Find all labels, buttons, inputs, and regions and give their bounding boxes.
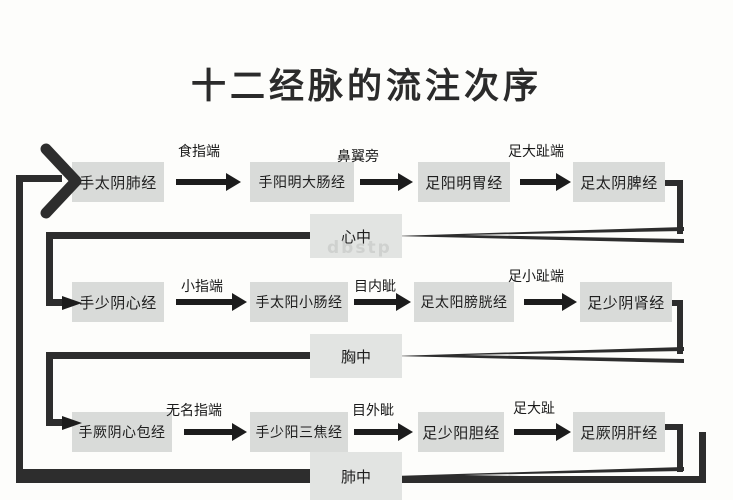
- label-r2-3: 足小趾端: [508, 269, 564, 285]
- row1-return-rail: [46, 232, 314, 239]
- row1-return-riser: [46, 232, 53, 306]
- row2-entry-arrowhead-icon: [62, 296, 82, 310]
- label-r3-1: 无名指端: [166, 403, 222, 419]
- node-r2c2[interactable]: 手太阳小肠经: [250, 282, 348, 322]
- row1-wrap-riser: [677, 180, 683, 234]
- node-r2c4[interactable]: 足少阴肾经: [580, 282, 672, 322]
- junction-lung[interactable]: 肺中: [310, 452, 402, 500]
- row3-wrap-top: [655, 424, 683, 430]
- node-r3c1[interactable]: 手厥阴心包经: [72, 412, 172, 452]
- outer-left-trunk: [16, 175, 23, 483]
- label-r3-3: 足大趾: [513, 401, 555, 417]
- row1-wrap-top: [655, 180, 683, 186]
- row1-feather-arrow: [394, 227, 684, 243]
- node-r3c2[interactable]: 手少阳三焦经: [250, 412, 348, 452]
- node-r2c3[interactable]: 足太阳膀胱经: [414, 282, 514, 322]
- node-r1c2[interactable]: 手阳明大肠经: [250, 162, 354, 202]
- row2-wrap-riser: [677, 300, 683, 354]
- node-r3c3[interactable]: 足少阳胆经: [418, 412, 504, 452]
- entry-chevron-icon: [40, 143, 82, 219]
- row2-feather-arrow: [394, 347, 684, 363]
- label-r2-1: 小指端: [181, 279, 223, 295]
- label-r1-2: 鼻翼旁: [337, 149, 379, 165]
- row3-return-rail: [20, 469, 314, 476]
- label-r2-2: 目内眦: [354, 279, 396, 295]
- row3-feather-arrow: [394, 467, 684, 483]
- watermark: dbstp: [327, 238, 392, 258]
- row1-return-entry: [46, 299, 68, 306]
- page-title: 十二经脉的流注次序: [190, 67, 542, 107]
- row2-return-rail: [46, 352, 314, 359]
- junction-chest[interactable]: 胸中: [310, 334, 402, 378]
- row3-entry-arrowhead-icon: [62, 416, 82, 430]
- node-r3c4[interactable]: 足厥阴肝经: [573, 412, 665, 452]
- outer-top-stub: [16, 175, 62, 182]
- node-r1c3[interactable]: 足阳明胃经: [418, 162, 510, 202]
- row2-return-entry: [46, 419, 68, 426]
- label-r3-2: 目外眦: [352, 403, 394, 419]
- label-r1-1: 食指端: [178, 144, 220, 160]
- node-r1c4[interactable]: 足太阴脾经: [573, 162, 665, 202]
- node-r1c1[interactable]: 手太阴肺经: [72, 162, 164, 202]
- row3-wrap-riser: [677, 424, 683, 472]
- node-r2c1[interactable]: 手少阴心经: [72, 282, 164, 322]
- outer-right-riser: [699, 432, 706, 483]
- row2-return-riser: [46, 352, 53, 426]
- junction-heart[interactable]: 心中: [310, 214, 402, 258]
- label-r1-3: 足大趾端: [508, 144, 564, 160]
